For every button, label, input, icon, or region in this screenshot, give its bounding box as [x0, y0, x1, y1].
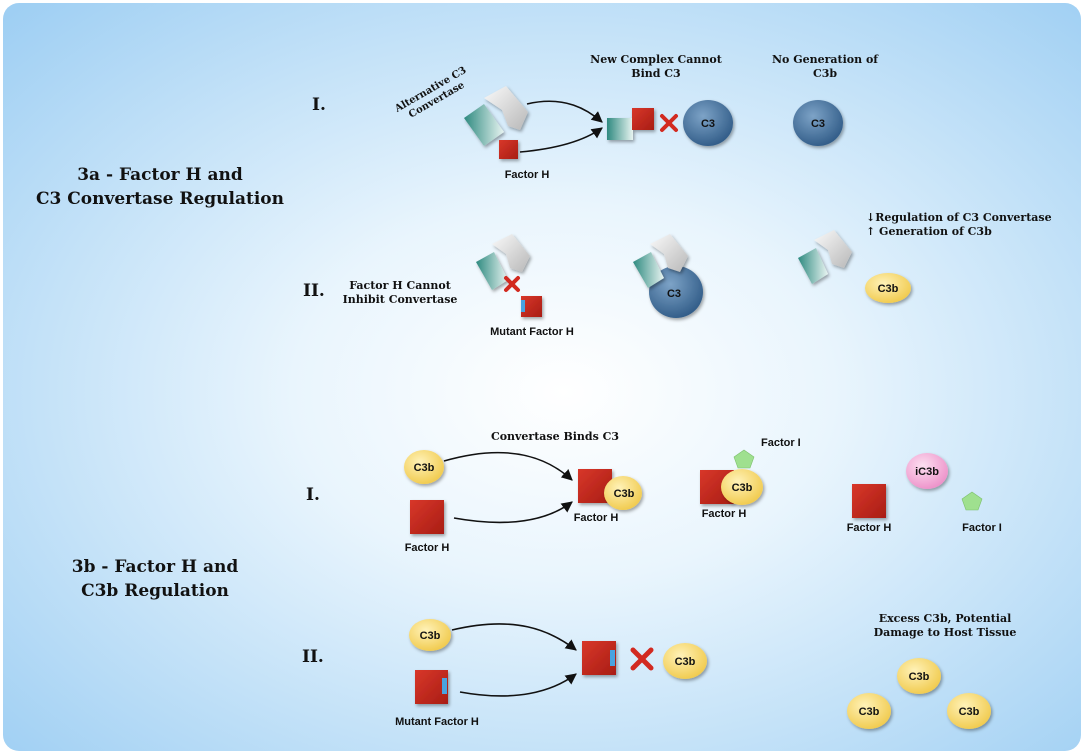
c3b-molecule: [409, 619, 451, 651]
factor-h-label: Factor H: [702, 508, 747, 520]
section-3a-title-line1: 3a - Factor H and: [77, 165, 243, 185]
factor-i-label: Factor I: [761, 437, 801, 449]
c3b-label: C3b: [414, 462, 435, 474]
c3b-label: C3b: [878, 283, 899, 295]
factor-i-label: Factor I: [962, 522, 1002, 534]
c3b-molecule: [721, 469, 763, 505]
x-mark-icon: [660, 114, 678, 132]
row-3a-2-numeral: II.: [303, 281, 325, 301]
c3b-molecule-complex: [604, 476, 642, 510]
factor-i-pentagon: [961, 491, 983, 511]
factor-h-label: Factor H: [847, 522, 892, 534]
cannot-inhibit-label-line2: Inhibit Convertase: [343, 293, 458, 306]
c3b-molecule: [404, 450, 444, 484]
regulation-label-line2: ↑ Generation of C3b: [866, 225, 992, 238]
mutant-factor-h-label: Mutant Factor H: [490, 326, 574, 338]
c3-label-row2: C3: [667, 288, 681, 300]
section-3b-title-line1: 3b - Factor H and: [72, 557, 239, 577]
section-3b-title-line2: C3b Regulation: [81, 581, 229, 601]
complex-label-line1: New Complex Cannot: [590, 53, 723, 66]
convertase-bound-c3-shape: [633, 234, 688, 288]
mutant-factor-h-shape: [582, 641, 616, 675]
excess-label-line1: Excess C3b, Potential: [879, 612, 1012, 625]
c3b-label: C3b: [732, 482, 753, 494]
complex-factor-h-label: Factor H: [574, 512, 619, 524]
no-generation-label-line1: No Generation of: [772, 53, 879, 66]
factor-h-square: [410, 500, 444, 534]
alternative-c3-convertase-shape: [464, 86, 528, 146]
inhibited-complex-shape: [607, 108, 654, 140]
excess-label-line2: Damage to Host Tissue: [874, 626, 1017, 639]
excess-c3b-label: C3b: [859, 706, 880, 718]
factor-h-label: Factor H: [505, 169, 550, 181]
excess-c3b-label: C3b: [959, 706, 980, 718]
c3b-molecule-excess: [947, 693, 991, 729]
c3b-label: C3b: [420, 630, 441, 642]
regulation-label-line1: ↓Regulation of C3 Convertase: [866, 211, 1052, 224]
arrow-convertase-to-complex: [526, 100, 603, 123]
c3b-molecule-excess: [897, 658, 941, 694]
factor-h-square: [499, 140, 518, 159]
cannot-inhibit-label-line1: Factor H Cannot: [349, 279, 452, 292]
arrow-factorh-to-complex: [519, 127, 603, 153]
convertase-binds-label: Convertase Binds C3: [491, 430, 619, 443]
ic3b-label: iC3b: [915, 466, 939, 478]
c3-molecule-row2: [649, 266, 703, 318]
x-mark-icon: [630, 647, 654, 671]
mutant-factor-h-label: Mutant Factor H: [395, 716, 479, 728]
complex-c3b-label: C3b: [614, 488, 635, 500]
row-3b-2-numeral: II.: [302, 647, 324, 667]
row-3a-1-numeral: I.: [312, 95, 326, 115]
c3-molecule: [683, 100, 733, 146]
factor-h-square: [852, 484, 886, 518]
ic3b-molecule: [906, 453, 948, 489]
no-generation-label-line2: C3b: [813, 67, 837, 80]
c3-label-2: C3: [811, 118, 825, 130]
factor-h-label: Factor H: [405, 542, 450, 554]
background-panel: [3, 3, 1081, 751]
x-mark-icon: [504, 276, 520, 292]
excess-c3b-label: C3b: [909, 671, 930, 683]
c3b-free-label: C3b: [675, 656, 696, 668]
complex-label-line2: Bind C3: [631, 67, 680, 80]
c3-molecule-2: [793, 100, 843, 146]
c3b-molecule-free: [663, 643, 707, 679]
convertase-shape-row2: [476, 234, 530, 290]
arrow-c3b-to-complex: [443, 451, 573, 481]
c3b-molecule: [865, 273, 911, 303]
arrow-c3b-to-mutant: [451, 623, 577, 651]
free-convertase-shape: [798, 230, 852, 284]
c3-label: C3: [701, 118, 715, 130]
section-3a-title-line2: C3 Convertase Regulation: [36, 189, 284, 209]
arrow-factorh-to-complex: [453, 501, 573, 524]
factor-i-pentagon: [733, 449, 755, 469]
c3b-molecule-excess: [847, 693, 891, 729]
mutant-factor-h-shape: [415, 670, 448, 704]
row-3b-1-numeral: I.: [306, 485, 320, 505]
mutant-factor-h-shape: [521, 296, 542, 317]
arrow-mutant-to-mutant: [459, 673, 577, 697]
